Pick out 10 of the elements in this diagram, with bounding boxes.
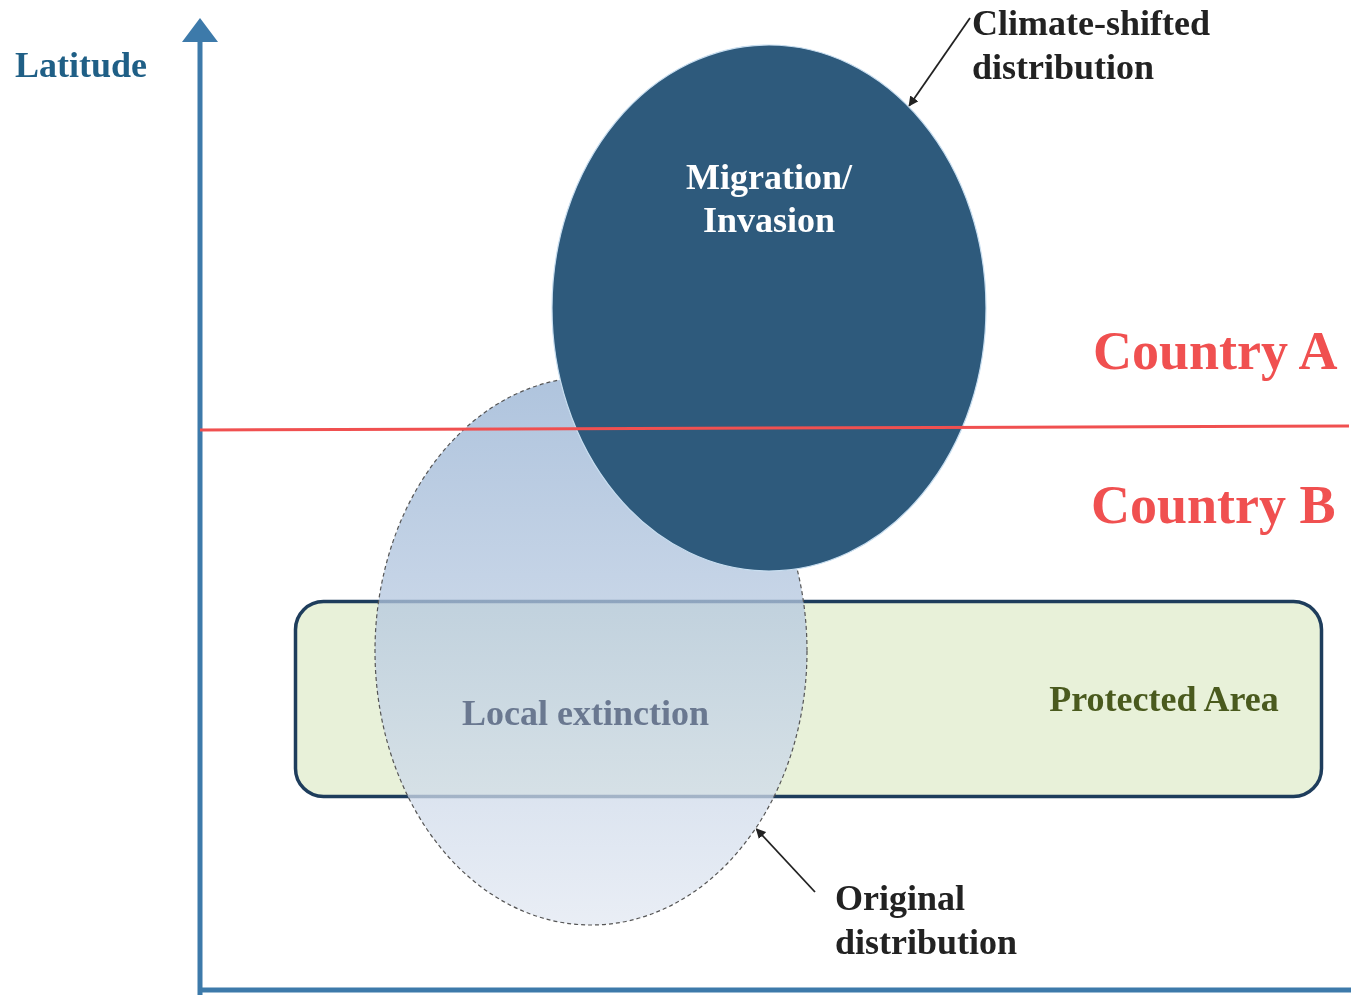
region-name: Country A	[1093, 320, 1338, 382]
region-name: Country B	[1091, 474, 1336, 536]
leader-line	[908, 17, 971, 107]
callout-text: Original distribution	[835, 877, 1075, 969]
callout-text: Climate-shifted distribution	[972, 2, 1262, 94]
leader-line	[755, 828, 816, 893]
region-label: Migration/ Invasion	[685, 156, 854, 243]
axis-title: Latitude	[15, 44, 147, 86]
region-label: Local extinction	[462, 692, 709, 734]
region-label: Protected Area	[1048, 678, 1280, 721]
